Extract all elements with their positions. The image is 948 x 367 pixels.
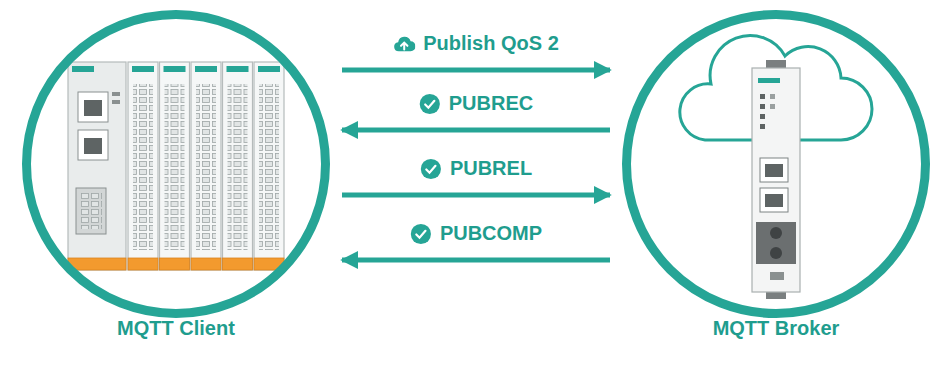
- upload-icon: [393, 33, 415, 55]
- gateway-device: [752, 60, 800, 299]
- node-caption: MQTT Broker: [611, 317, 941, 340]
- message-name: PUBCOMP: [440, 222, 542, 245]
- check-icon: [420, 158, 442, 180]
- message-label: PUBREC: [415, 92, 537, 115]
- message-arrow: [342, 128, 610, 133]
- io-controller: [68, 62, 126, 270]
- check-icon: [410, 223, 432, 245]
- node-label: MQTT Client: [117, 317, 235, 339]
- message-label: PUBREL: [416, 157, 536, 180]
- node-caption: MQTT Client: [11, 317, 341, 340]
- message-name: Publish QoS 2: [423, 32, 559, 55]
- message-name: PUBREC: [449, 92, 533, 115]
- device-circle: MQTT Client: [22, 10, 330, 318]
- check-icon: [419, 93, 441, 115]
- message-label: Publish QoS 2: [389, 32, 563, 55]
- message-name: PUBREL: [450, 157, 532, 180]
- message-arrow: [342, 68, 610, 73]
- io-modules: [128, 62, 284, 270]
- device-circle: MQTT Broker: [622, 10, 930, 318]
- message-arrow: [342, 193, 610, 198]
- message-arrow: [342, 258, 610, 263]
- message-label: PUBCOMP: [406, 222, 546, 245]
- node-label: MQTT Broker: [713, 317, 840, 339]
